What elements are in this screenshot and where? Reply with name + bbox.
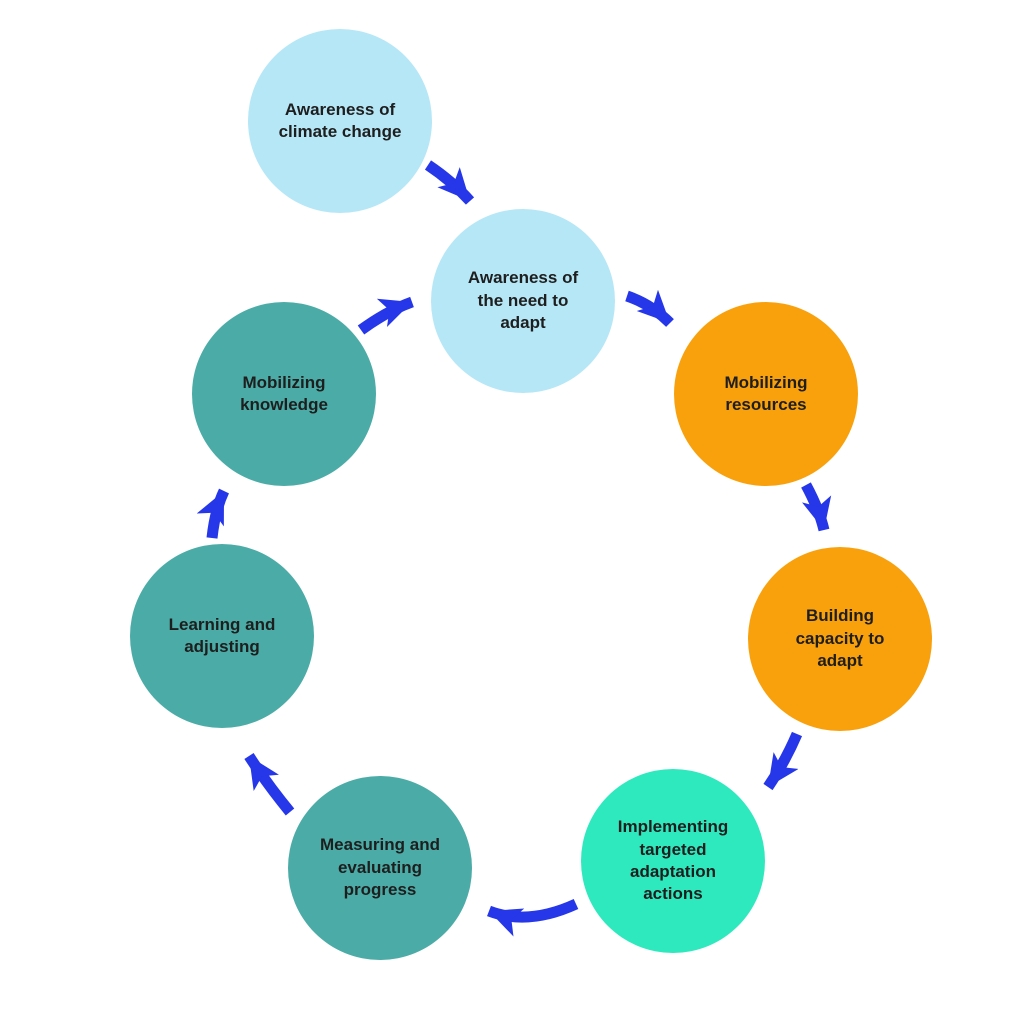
- node-label-measuring-and-evaluating-progress: Measuring and evaluating progress: [320, 835, 440, 900]
- node-awareness-of-the-need-to-adapt: Awareness of the need to adapt: [431, 209, 615, 393]
- node-mobilizing-resources: Mobilizing resources: [674, 302, 858, 486]
- node-label-implementing-targeted-adaptation-actions: Implementing targeted adaptation actions: [617, 817, 729, 904]
- node-label-building-capacity-to-adapt: Building capacity to adapt: [795, 606, 885, 671]
- node-label-mobilizing-knowledge: Mobilizing knowledge: [240, 372, 328, 414]
- node-mobilizing-knowledge: Mobilizing knowledge: [192, 302, 376, 486]
- node-label-awareness-of-the-need-to-adapt: Awareness of the need to adapt: [467, 268, 579, 333]
- node-learning-and-adjusting: Learning and adjusting: [130, 544, 314, 728]
- node-building-capacity-to-adapt: Building capacity to adapt: [748, 547, 932, 731]
- node-implementing-targeted-adaptation-actions: Implementing targeted adaptation actions: [581, 769, 765, 953]
- node-awareness-of-climate-change: Awareness of climate change: [248, 29, 432, 213]
- arrow-need-to-resources: [625, 289, 674, 327]
- node-label-awareness-of-climate-change: Awareness of climate change: [278, 99, 402, 141]
- arrow-resources-to-capacity: [801, 482, 832, 532]
- node-label-mobilizing-resources: Mobilizing resources: [724, 372, 808, 414]
- arrow-measuring-to-learning: [244, 753, 295, 816]
- arrow-learning-to-knowledge: [196, 488, 230, 539]
- arrow-implementing-to-measuring: [487, 898, 579, 937]
- node-label-learning-and-adjusting: Learning and adjusting: [168, 614, 276, 656]
- node-measuring-and-evaluating-progress: Measuring and evaluating progress: [288, 776, 472, 960]
- arrow-capacity-to-implementing: [763, 731, 803, 791]
- arrow-climate-to-need: [424, 160, 475, 205]
- arrow-knowledge-to-need: [357, 296, 414, 335]
